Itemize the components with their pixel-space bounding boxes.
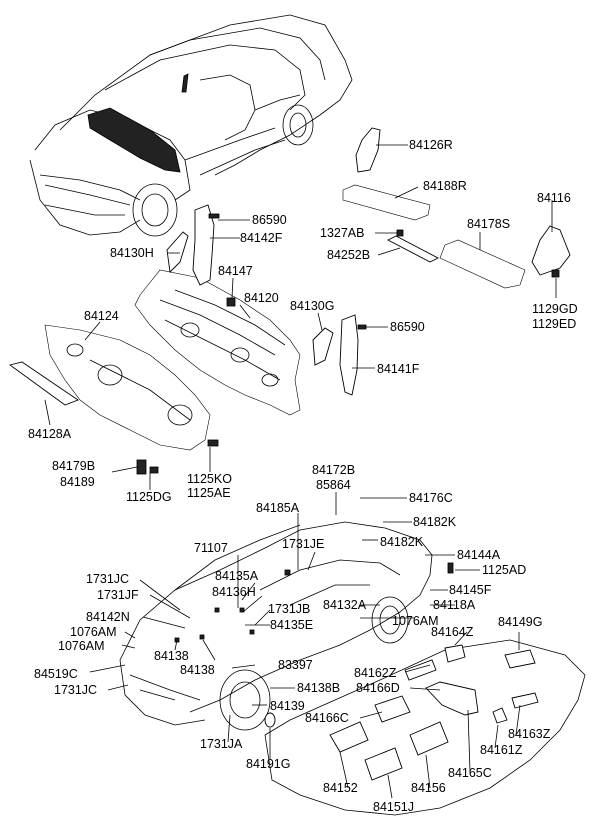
pad-84252B <box>387 235 439 263</box>
label-84161Z: 84161Z <box>480 743 523 757</box>
leader-lines <box>44 144 557 799</box>
pad-84188R <box>342 184 431 221</box>
label-84138-a: 84138 <box>154 649 189 663</box>
label-84128A: 84128A <box>28 427 72 441</box>
label-84182K-b: 84182K <box>380 535 424 549</box>
label-84138-b: 84138 <box>180 663 215 677</box>
label-84519C: 84519C <box>34 667 78 681</box>
label-84185A: 84185A <box>256 501 300 515</box>
panel-84141F <box>339 314 367 396</box>
label-1125DG: 1125DG <box>126 490 172 504</box>
label-84144A: 84144A <box>457 548 501 562</box>
label-84118A: 84118A <box>433 598 476 612</box>
label-84188R: 84188R <box>423 179 467 193</box>
bracket-84126R <box>355 127 381 173</box>
label-84124: 84124 <box>84 309 119 323</box>
label-86590-a: 86590 <box>252 213 287 227</box>
label-1731JB: 1731JB <box>268 602 310 616</box>
label-86590-b: 86590 <box>390 320 425 334</box>
label-84182K-a: 84182K <box>413 515 457 529</box>
label-1731JE: 1731JE <box>282 537 324 551</box>
label-84163Z: 84163Z <box>508 727 551 741</box>
label-84139: 84139 <box>270 699 305 713</box>
label-84142F: 84142F <box>240 231 283 245</box>
label-84151J: 84151J <box>373 800 414 814</box>
label-84141F: 84141F <box>377 362 420 376</box>
bracket-84116 <box>531 225 571 276</box>
bracket-84130H <box>166 231 189 273</box>
label-84166C: 84166C <box>305 711 349 725</box>
label-84136H: 84136H <box>212 585 256 599</box>
label-71107: 71107 <box>194 541 228 555</box>
label-84191G: 84191G <box>246 757 290 771</box>
label-84145F: 84145F <box>449 583 492 597</box>
label-84152: 84152 <box>323 781 358 795</box>
car-top-illustration <box>29 14 353 237</box>
label-84166D: 84166D <box>356 681 400 695</box>
panel-84142F <box>192 204 220 286</box>
label-84120: 84120 <box>244 291 279 305</box>
label-84149G: 84149G <box>498 615 542 629</box>
dash-panel-assembly <box>134 269 301 416</box>
label-84165C: 84165C <box>448 766 492 780</box>
label-84135E: 84135E <box>270 618 313 632</box>
part-labels: 84126R 84188R 84116 86590 84142F 1327AB … <box>28 138 578 814</box>
label-84164Z: 84164Z <box>431 625 474 639</box>
label-84179B: 84179B <box>52 459 95 473</box>
label-84116: 84116 <box>537 191 571 205</box>
label-1125AD: 1125AD <box>482 563 526 577</box>
pad-84178S <box>439 239 526 289</box>
label-1125KO: 1125KO <box>187 472 232 486</box>
label-84130G: 84130G <box>290 299 334 313</box>
label-84138B: 84138B <box>297 681 340 695</box>
label-85864: 85864 <box>316 478 351 492</box>
label-84252B: 84252B <box>327 248 370 262</box>
label-84135A: 84135A <box>215 569 259 583</box>
label-84172B: 84172B <box>312 463 355 477</box>
label-1731JA: 1731JA <box>200 737 243 751</box>
label-1731JC-a: 1731JC <box>86 572 129 586</box>
label-1327AB: 1327AB <box>320 226 364 240</box>
label-1129GD: 1129GD <box>532 302 578 316</box>
label-1731JF: 1731JF <box>97 588 139 602</box>
label-84189: 84189 <box>60 475 95 489</box>
label-1125AE: 1125AE <box>187 486 231 500</box>
label-84178S: 84178S <box>467 217 510 231</box>
label-1129ED: 1129ED <box>532 317 576 331</box>
label-84126R: 84126R <box>409 138 453 152</box>
label-1076AM-c: 1076AM <box>58 639 105 653</box>
label-1731JC-b: 1731JC <box>54 683 97 697</box>
bracket-84130G <box>312 327 334 366</box>
label-84132A: 84132A <box>323 598 367 612</box>
label-83397: 83397 <box>278 658 313 672</box>
label-84176C: 84176C <box>409 491 453 505</box>
label-84156: 84156 <box>411 781 446 795</box>
label-84142N: 84142N <box>86 610 130 624</box>
dash-insulator-84124 <box>44 324 211 451</box>
label-84162Z: 84162Z <box>354 666 397 680</box>
label-84130H: 84130H <box>110 246 154 260</box>
label-1076AM-b: 1076AM <box>70 625 117 639</box>
pad-84128A <box>8 361 79 406</box>
label-84147: 84147 <box>218 264 253 278</box>
label-1076AM-a: 1076AM <box>392 614 439 628</box>
